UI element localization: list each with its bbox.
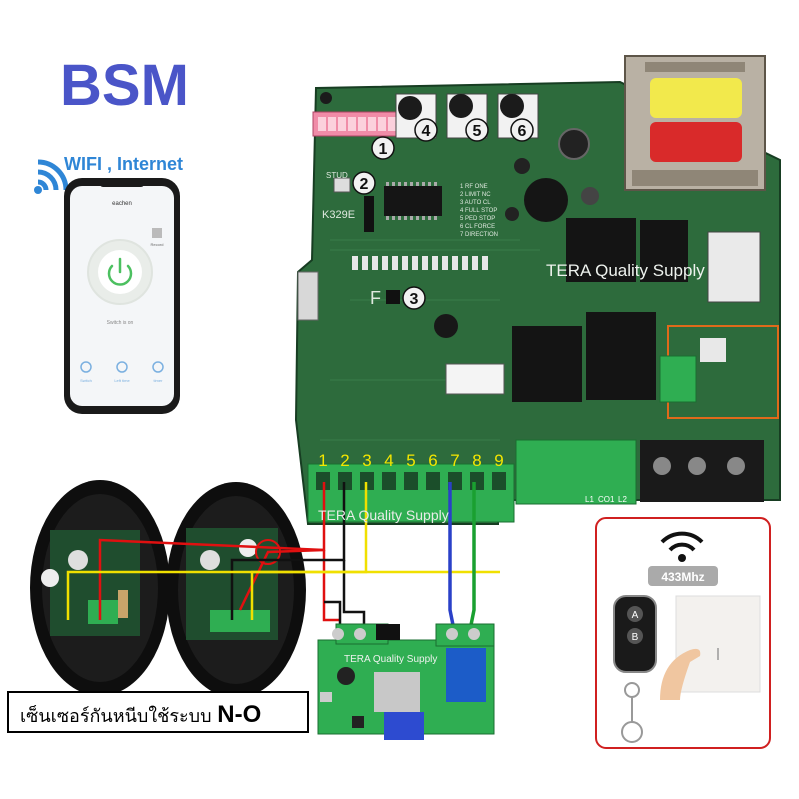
trimmer-knob-6[interactable] bbox=[497, 93, 539, 139]
phone-status: Switch is on bbox=[107, 320, 134, 326]
module-watermark: TERA Quality Supply bbox=[344, 654, 437, 665]
relay-1 bbox=[566, 218, 636, 282]
sensor-caption-text: เซ็นเซอร์กันหนีบใช้ระบบ bbox=[20, 704, 217, 727]
dip-switch[interactable] bbox=[312, 111, 400, 137]
wiring-watermark: TERA Quality Supply bbox=[318, 507, 449, 523]
terminal-2: 2 bbox=[340, 451, 349, 470]
knob-label-5: 5 bbox=[473, 123, 482, 140]
buzzer bbox=[524, 178, 568, 222]
terminal-8: 8 bbox=[472, 451, 481, 470]
control-board: 4 5 6 1 STUD 2 K329E 1 RF ONE 2 LI bbox=[294, 55, 781, 525]
relay-2 bbox=[640, 220, 688, 282]
connectivity-label: WIFI , Internet bbox=[64, 154, 183, 174]
silk-line-4: 4 FULL STOP bbox=[460, 208, 497, 214]
learn-label: 2 bbox=[360, 176, 369, 193]
silk-line-6: 6 CL FORCE bbox=[460, 224, 495, 230]
phone-tab-switch[interactable]: Switch bbox=[80, 378, 92, 383]
motor-terminal-block bbox=[515, 439, 637, 505]
terminal-3: 3 bbox=[362, 451, 371, 470]
silk-line-7: 7 DIRECTION bbox=[460, 232, 498, 238]
remote-button-a[interactable] bbox=[627, 606, 643, 622]
terminal-4: 4 bbox=[384, 451, 393, 470]
remote-button-b-label: B bbox=[632, 632, 639, 643]
remote-panel: 433Mhz A B bbox=[595, 517, 771, 749]
power-icon[interactable] bbox=[107, 257, 133, 286]
relay-4 bbox=[586, 312, 656, 400]
phone: eachen Record Switch is on Switch Left t… bbox=[64, 178, 180, 414]
terminal-5: 5 bbox=[406, 451, 415, 470]
switch-icon[interactable] bbox=[80, 361, 92, 373]
wiring bbox=[66, 482, 500, 641]
wall-switch-panel[interactable] bbox=[675, 595, 761, 693]
silk-model: K329E bbox=[322, 209, 355, 221]
brand-title: BSM bbox=[60, 53, 189, 118]
phone-record-label: Record bbox=[151, 242, 164, 247]
silk-f: F bbox=[370, 288, 381, 308]
knob-label-4: 4 bbox=[422, 123, 431, 140]
ic-chip bbox=[384, 186, 442, 216]
phone-tab-left-time[interactable]: Left time bbox=[114, 378, 130, 383]
silk-line-2: 2 LIMIT NC bbox=[460, 192, 491, 198]
photo-sensor-right bbox=[166, 482, 306, 698]
sensor-caption-box: เซ็นเซอร์กันหนีบใช้ระบบ N-O bbox=[7, 691, 309, 733]
learn-button[interactable] bbox=[333, 177, 351, 193]
sensor-caption-mode: N-O bbox=[217, 701, 261, 728]
module-button[interactable] bbox=[352, 716, 364, 728]
dip-label: 1 bbox=[379, 141, 388, 158]
signal-terminal-block bbox=[307, 463, 515, 523]
terminal-6: 6 bbox=[428, 451, 437, 470]
relay-cube bbox=[446, 648, 486, 702]
finger-icon bbox=[660, 648, 701, 700]
transformer bbox=[624, 55, 766, 191]
wifi-relay-module bbox=[317, 623, 495, 740]
timer-icon[interactable] bbox=[116, 361, 128, 373]
button-label: 3 bbox=[410, 291, 419, 308]
wifi-icon bbox=[34, 159, 69, 194]
clock-icon[interactable] bbox=[152, 361, 164, 373]
wifi-icon bbox=[660, 531, 704, 562]
power-term-l1: L1 bbox=[585, 495, 594, 504]
program-button[interactable] bbox=[386, 290, 400, 304]
silk-stud: STUD bbox=[326, 171, 348, 180]
relay-3 bbox=[512, 326, 582, 402]
terminal-9: 9 bbox=[494, 451, 503, 470]
terminal-7: 7 bbox=[450, 451, 459, 470]
silk-line-1: 1 RF ONE bbox=[460, 184, 488, 190]
power-term-co1: CO1 bbox=[598, 495, 615, 504]
board-watermark: TERA Quality Supply bbox=[546, 261, 705, 280]
power-term-l2: L2 bbox=[618, 495, 627, 504]
frequency-label: 433Mhz bbox=[661, 570, 704, 584]
silk-line-5: 5 PED STOP bbox=[460, 216, 495, 222]
sensor-caption: เซ็นเซอร์กันหนีบใช้ระบบ N-O bbox=[20, 701, 261, 728]
phone-header: eachen bbox=[112, 201, 132, 207]
capacitor bbox=[558, 128, 590, 160]
silk-line-3: 3 AUTO CL bbox=[460, 200, 491, 206]
phone-tab-timer[interactable]: timer bbox=[154, 378, 164, 383]
remote-button-b[interactable] bbox=[627, 628, 643, 644]
key-fob-remote: A B bbox=[613, 595, 657, 743]
terminal-1: 1 bbox=[318, 451, 327, 470]
remote-button-a-label: A bbox=[632, 610, 639, 621]
knob-label-6: 6 bbox=[518, 123, 527, 140]
